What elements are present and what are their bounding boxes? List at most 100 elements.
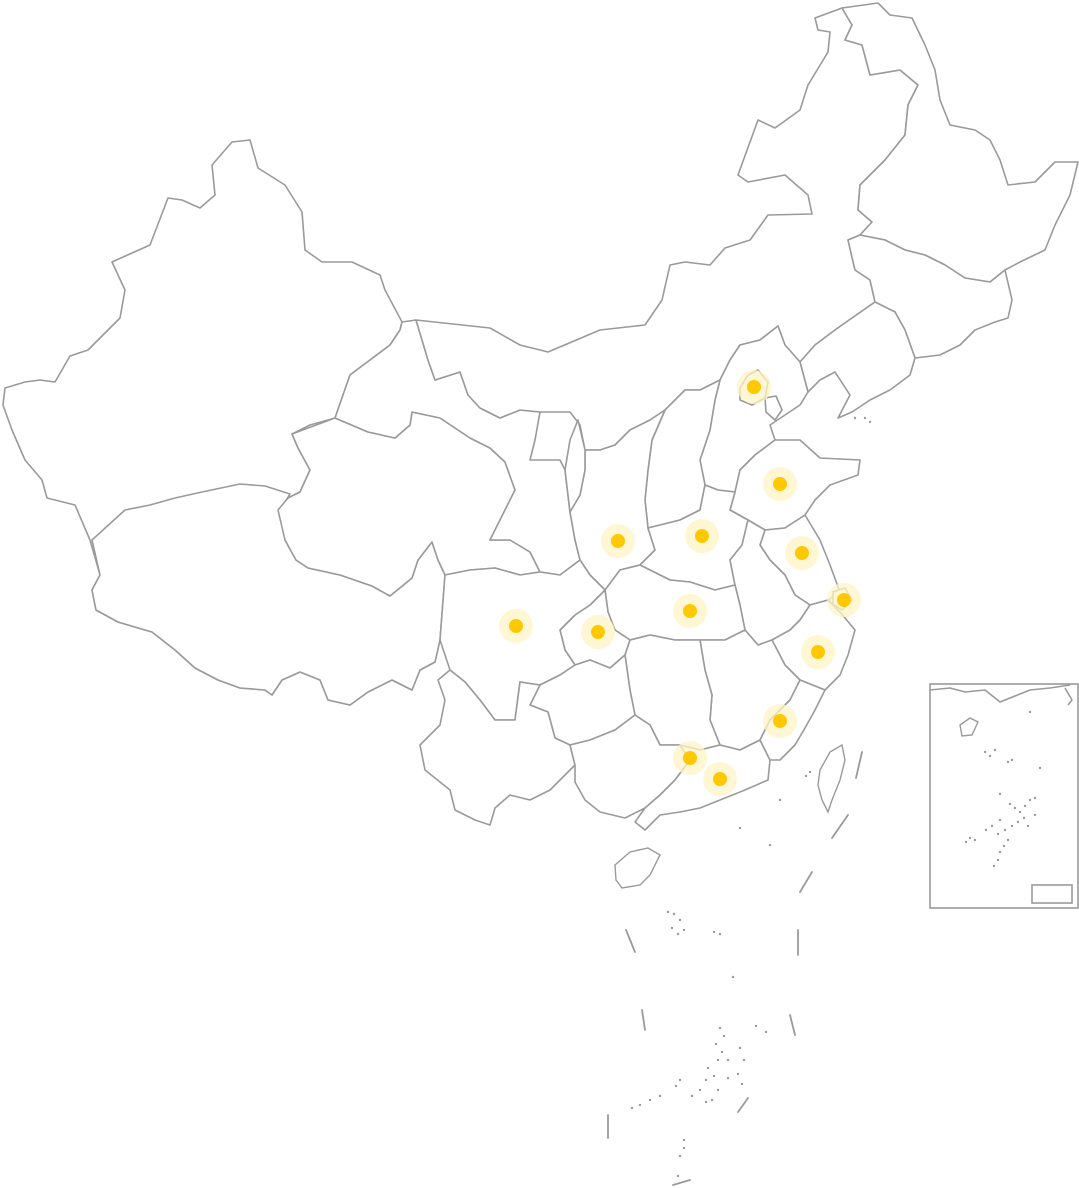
island-dot: [714, 1042, 718, 1046]
inset-island-dot: [973, 838, 977, 842]
island-dot: [648, 1098, 652, 1102]
city-marker[interactable]: [509, 619, 523, 633]
island-dot: [682, 928, 686, 932]
inset-island-dot: [1006, 838, 1010, 842]
inset-island-dot: [992, 864, 996, 868]
inset-island-dot: [1013, 806, 1017, 810]
island-dot: [778, 798, 782, 802]
island-dot: [764, 1030, 768, 1034]
island-dot: [666, 910, 670, 914]
island-dot: [808, 770, 812, 774]
island-dot: [682, 1138, 686, 1142]
city-marker[interactable]: [837, 593, 851, 607]
inset-island-dot: [1018, 810, 1022, 814]
inset-island-dot: [983, 750, 987, 754]
city-marker[interactable]: [683, 604, 697, 618]
province-yunnan[interactable]: [419, 669, 576, 826]
island-dot: [738, 826, 742, 830]
inset-island-dot: [1010, 824, 1014, 828]
island-dot: [678, 918, 682, 922]
inset-island-dot: [1026, 824, 1030, 828]
inset-island-dot: [964, 840, 968, 844]
inset-coastline: [929, 684, 1071, 703]
island-dot: [742, 1058, 746, 1062]
inset-island-dot: [1010, 758, 1014, 762]
inset-island-dot: [998, 850, 1002, 854]
province-ningxia[interactable]: [564, 419, 586, 513]
inset-island-dot: [993, 748, 997, 752]
island-dot: [716, 1088, 720, 1092]
island-dot: [658, 1094, 662, 1098]
city-marker[interactable]: [811, 645, 825, 659]
island-dot: [706, 1066, 710, 1070]
inset-island-dot: [988, 754, 992, 758]
island-dot: [738, 1046, 742, 1050]
island-dot: [736, 1072, 740, 1076]
island-dot: [853, 416, 857, 420]
island-dot: [722, 1034, 726, 1038]
city-marker[interactable]: [683, 751, 697, 765]
island-dot: [682, 1146, 686, 1150]
island-dot: [678, 1078, 682, 1082]
city-marker[interactable]: [773, 477, 787, 491]
inset-island-dot: [1003, 828, 1007, 832]
inset-island-dot: [1008, 802, 1012, 806]
city-marker[interactable]: [591, 625, 605, 639]
inset-scale-box: [1031, 884, 1073, 904]
island-dot: [704, 1100, 708, 1104]
island-dot: [712, 1074, 716, 1078]
inset-frame: [929, 683, 1079, 909]
province-taiwan[interactable]: [817, 743, 846, 814]
island-dot: [726, 1058, 730, 1062]
inset-island-dot: [998, 818, 1002, 822]
inset-island-dot: [996, 858, 1000, 862]
island-dot: [718, 932, 722, 936]
province-guangdong[interactable]: [634, 739, 771, 831]
city-marker[interactable]: [713, 772, 727, 786]
city-marker[interactable]: [747, 380, 761, 394]
province-hainan[interactable]: [614, 847, 661, 889]
island-dot: [698, 1088, 702, 1092]
inset-island-dot: [990, 824, 994, 828]
inset-taiwan: [1064, 687, 1073, 706]
city-marker[interactable]: [695, 529, 709, 543]
inset-island-dot: [1033, 813, 1037, 817]
inset-islands: [964, 710, 1042, 868]
island-dot: [768, 843, 772, 847]
inset-hainan: [959, 717, 979, 737]
inset-island-dot: [1038, 766, 1042, 770]
city-marker[interactable]: [795, 546, 809, 560]
inset-island-dot: [1023, 804, 1027, 808]
island-dot: [716, 1058, 720, 1062]
island-dot: [704, 1078, 708, 1082]
province-tianjin[interactable]: [764, 395, 783, 421]
island-dot: [740, 1082, 744, 1086]
island-dot: [672, 912, 676, 916]
inset-island-dot: [968, 836, 972, 840]
island-dot: [720, 1050, 724, 1054]
south-sea-islands: [630, 416, 872, 1178]
island-dot: [726, 1076, 730, 1080]
inset-island-dot: [984, 828, 988, 832]
inset-island-dot: [996, 832, 1000, 836]
island-dot: [676, 932, 680, 936]
island-dot: [678, 1154, 682, 1158]
inset-island-dot: [1006, 760, 1010, 764]
island-dot: [868, 420, 872, 424]
island-dot: [731, 975, 735, 979]
south-china-sea-inset: [929, 683, 1079, 909]
province-tibet[interactable]: [91, 483, 446, 706]
island-dot: [804, 774, 808, 778]
province-liaoning[interactable]: [799, 301, 916, 419]
island-dot: [638, 1103, 642, 1107]
inset-island-dot: [1028, 798, 1032, 802]
inset-island-dot: [998, 792, 1002, 796]
island-dot: [674, 1084, 678, 1088]
city-markers: [499, 370, 861, 796]
island-dot: [718, 1026, 722, 1030]
city-marker[interactable]: [773, 714, 787, 728]
inset-island-dot: [1016, 820, 1020, 824]
city-marker[interactable]: [611, 534, 625, 548]
